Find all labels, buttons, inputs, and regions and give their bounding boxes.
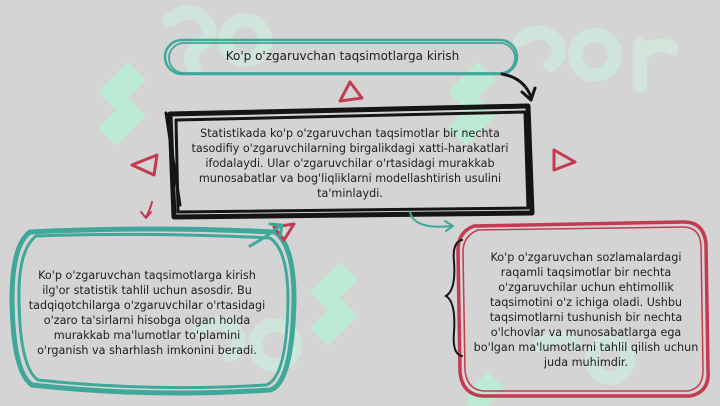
curved-arrow-icon <box>409 211 453 228</box>
curved-arrow-icon <box>444 220 454 232</box>
left-box <box>9 226 297 396</box>
center-text: Statistikada ko'p o'zgaruvchan taqsimotl… <box>191 127 509 200</box>
right-text: Ko'p o'zgaruvchan sozlamalardagi raqamli… <box>473 251 699 369</box>
triangle-icon <box>130 153 159 177</box>
curly-brace-icon <box>444 239 463 357</box>
curved-arrow-icon <box>248 224 282 248</box>
curved-arrow-icon <box>520 86 537 102</box>
triangle-icon <box>338 80 364 103</box>
right-box <box>456 220 710 398</box>
left-text: Ko'p o'zgaruvchan taqsimotlarga kirish i… <box>28 269 266 357</box>
center-box <box>164 103 535 220</box>
triangle-icon <box>552 148 577 172</box>
curved-arrow-icon <box>268 222 284 238</box>
watermark-text <box>163 5 679 385</box>
curved-arrow-icon <box>500 72 533 99</box>
title-box <box>163 38 519 76</box>
title-text: Ko'p o'zgaruvchan taqsimotlarga kirish <box>225 49 460 63</box>
curved-arrow-icon <box>140 211 152 219</box>
watermark-logo-icon <box>98 62 504 406</box>
triangle-icon <box>272 222 296 242</box>
